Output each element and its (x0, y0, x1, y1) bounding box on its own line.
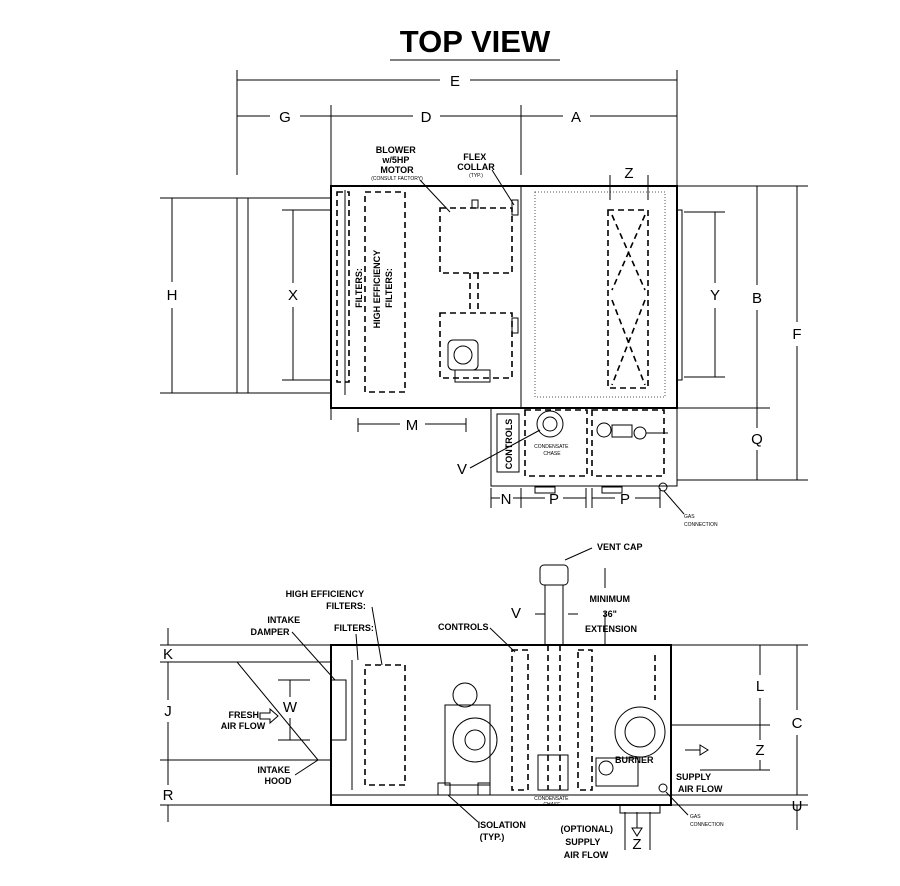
condensate-chase-label-top: CONDENSATE CHASE (534, 444, 570, 457)
controls-leader-side (489, 627, 516, 653)
intake-hood-leader (294, 759, 319, 776)
blower-note: (CONSULT FACTORY) (371, 176, 423, 182)
dim-label-q: Q (751, 431, 763, 448)
dim-label-v-top: V (457, 461, 467, 478)
filters-label-top: FILTERS: (354, 268, 364, 308)
top-view-unit (236, 175, 683, 494)
optional-supply-label: (OPTIONAL) SUPPLY AIR FLOW (560, 824, 615, 860)
dim-label-w: W (283, 699, 298, 716)
dim-label-p1: P (549, 491, 559, 508)
filters-label-side: FILTERS: (334, 623, 374, 633)
blower-label: BLOWER w/5HP MOTOR (376, 145, 419, 175)
vent-cap-leader (564, 547, 593, 561)
dim-label-k: K (163, 646, 173, 663)
top-dimension-lines (236, 70, 678, 175)
dim-label-z-side: Z (755, 742, 764, 759)
side-view-unit (235, 564, 709, 837)
flex-collar-label: FLEX COLLAR (457, 152, 495, 172)
dim-label-h: H (167, 287, 178, 304)
burner-label: BURNER (615, 755, 654, 765)
controls-label-side: CONTROLS (438, 622, 489, 632)
top-side-dimension-lines (160, 175, 808, 508)
dim-label-n: N (501, 491, 512, 508)
dim-label-d: D (421, 109, 432, 126)
minimum-extension-label: MINIMUM 36" EXTENSION (585, 594, 637, 634)
dim-label-v-side: V (511, 605, 521, 622)
isolation-label: ISOLATION (TYP.) (478, 820, 529, 842)
hef-leader-side (371, 606, 383, 666)
gas-leader-top (663, 490, 685, 515)
dim-label-j: J (164, 703, 172, 720)
fresh-air-arrow (259, 707, 279, 725)
intake-hood-label: INTAKE HOOD (257, 765, 292, 786)
dim-label-c: C (792, 715, 803, 732)
dim-label-e: E (450, 73, 460, 90)
dim-label-r: R (163, 787, 174, 804)
filters-leader-side (355, 633, 359, 661)
isolation-leader (447, 794, 479, 823)
dim-label-a: A (571, 109, 581, 126)
blower-leader (419, 179, 451, 213)
supply-air-flow-label: SUPPLY AIR FLOW (676, 772, 723, 794)
dim-label-y: Y (710, 287, 720, 304)
page-title: TOP VIEW (400, 24, 551, 59)
high-eff-filters-label-top: HIGH EFFICIENCY FILTERS: (372, 248, 394, 329)
condensate-chase-label-side: CONDENSATE CHASE (534, 796, 570, 808)
dim-label-z-bottom: Z (632, 836, 641, 853)
dim-label-m: M (406, 417, 419, 434)
dim-label-f: F (792, 326, 801, 343)
high-eff-filters-label-side: HIGH EFFICIENCY FILTERS: (286, 589, 367, 611)
gas-leader-side (665, 791, 689, 816)
vent-cap-label: VENT CAP (597, 542, 643, 552)
gas-connection-label-top: GAS CONNECTION (684, 514, 718, 528)
flex-collar-leader (491, 169, 515, 206)
dim-label-l: L (756, 678, 764, 695)
gas-connection-label-side: GAS CONNECTION (690, 814, 724, 828)
dim-label-z-top: Z (624, 165, 633, 182)
fresh-air-flow-label: FRESH AIR FLOW (221, 710, 266, 731)
dim-label-b: B (752, 290, 762, 307)
flex-collar-note: (TYP.) (469, 173, 483, 179)
dim-label-g: G (279, 109, 291, 126)
dim-label-p2: P (620, 491, 630, 508)
dim-label-u: U (792, 798, 803, 815)
intake-damper-leader (291, 631, 336, 681)
side-dimension-lines (160, 568, 808, 850)
dim-label-x: X (288, 287, 298, 304)
intake-damper-label: INTAKE DAMPER (250, 615, 302, 637)
controls-label-top: CONTROLS (504, 419, 514, 470)
